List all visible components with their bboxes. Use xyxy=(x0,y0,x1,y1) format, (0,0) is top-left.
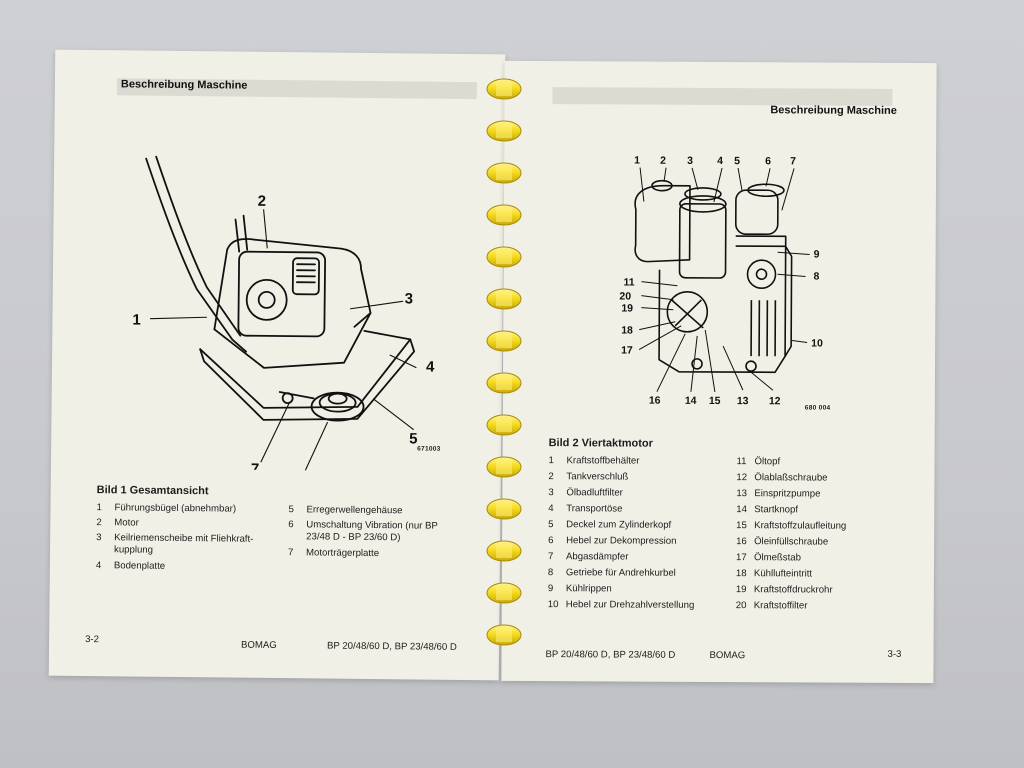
binding-ring xyxy=(486,540,522,562)
binding-ring xyxy=(486,456,522,478)
crank-gear-drawing xyxy=(746,259,777,290)
engine-drawing xyxy=(237,250,326,338)
engine-block-drawing xyxy=(658,235,787,374)
binding-ring xyxy=(486,120,522,142)
header-band xyxy=(552,87,893,106)
spiral-binding xyxy=(480,70,530,670)
engine-callout-3: 3 xyxy=(687,155,693,167)
engine-callout-14: 14 xyxy=(685,395,697,407)
engine-callout-9: 9 xyxy=(814,248,820,260)
binding-ring xyxy=(486,162,522,184)
binding-ring xyxy=(486,78,522,100)
engine-callout-4: 4 xyxy=(717,155,723,167)
pulley-drawing xyxy=(310,391,365,422)
engine-callout-20: 20 xyxy=(619,290,631,302)
binding-ring xyxy=(486,204,522,226)
footer-model: BP 20/48/60 D, BP 23/48/60 D xyxy=(327,640,457,653)
engine-callout-2: 2 xyxy=(660,155,666,167)
caption-title: Bild 1 Gesamtansicht xyxy=(96,484,209,498)
caption-title: Bild 2 Viertaktmotor xyxy=(548,437,653,450)
machine-illustration: 1 2 3 4 5 6 7 xyxy=(132,155,435,473)
engine-callout-18: 18 xyxy=(621,324,633,336)
page-header: Beschreibung Maschine xyxy=(770,104,897,117)
engine-callout-16: 16 xyxy=(649,395,661,407)
left-page: Beschreibung Maschine xyxy=(48,49,506,681)
binding-ring xyxy=(486,288,522,310)
engine-illustration: 1 2 3 4 5 6 7 8 9 10 11 12 13 14 15 16 1… xyxy=(619,155,823,408)
air-filter-drawing xyxy=(678,203,727,279)
binding-ring xyxy=(486,624,522,646)
engine-callout-17: 17 xyxy=(621,344,633,356)
figure-code: 671003 xyxy=(417,445,441,453)
footer-brand: BOMAG xyxy=(709,649,746,662)
engine-callout-15: 15 xyxy=(709,395,721,407)
figure-code: 680 004 xyxy=(804,404,831,412)
engine-callout-10: 10 xyxy=(811,337,823,349)
fuel-tank-drawing xyxy=(634,184,691,263)
engine-callout-11: 11 xyxy=(623,276,634,288)
binding-ring xyxy=(486,582,522,604)
callout-1: 1 xyxy=(132,311,141,328)
binding-ring xyxy=(486,330,522,352)
binding-ring xyxy=(486,414,522,436)
footer-brand: BOMAG xyxy=(241,639,277,652)
page-number: 3-3 xyxy=(887,648,902,660)
guide-handle-drawing xyxy=(145,157,234,341)
engine-callout-5: 5 xyxy=(734,155,740,167)
engine-callout-13: 13 xyxy=(737,395,749,407)
engine-callout-1: 1 xyxy=(634,155,640,167)
binding-ring xyxy=(486,498,522,520)
binding-ring xyxy=(486,372,522,394)
engine-callout-8: 8 xyxy=(813,270,819,282)
engine-callout-19: 19 xyxy=(621,302,633,314)
callout-2: 2 xyxy=(258,193,267,210)
callout-4: 4 xyxy=(426,359,435,376)
binding-ring xyxy=(486,246,522,268)
callout-5: 5 xyxy=(409,430,418,447)
right-page: Beschreibung Maschine xyxy=(501,60,937,684)
page-number: 3-2 xyxy=(85,634,100,646)
callout-3: 3 xyxy=(405,290,414,307)
engine-callout-7: 7 xyxy=(790,155,796,167)
base-plate-drawing xyxy=(199,330,412,409)
engine-callout-12: 12 xyxy=(769,395,781,407)
engine-callout-6: 6 xyxy=(765,155,771,167)
footer-model: BP 20/48/60 D, BP 23/48/60 D xyxy=(545,649,676,661)
callout-7: 7 xyxy=(251,461,260,472)
page-header: Beschreibung Maschine xyxy=(120,78,248,92)
